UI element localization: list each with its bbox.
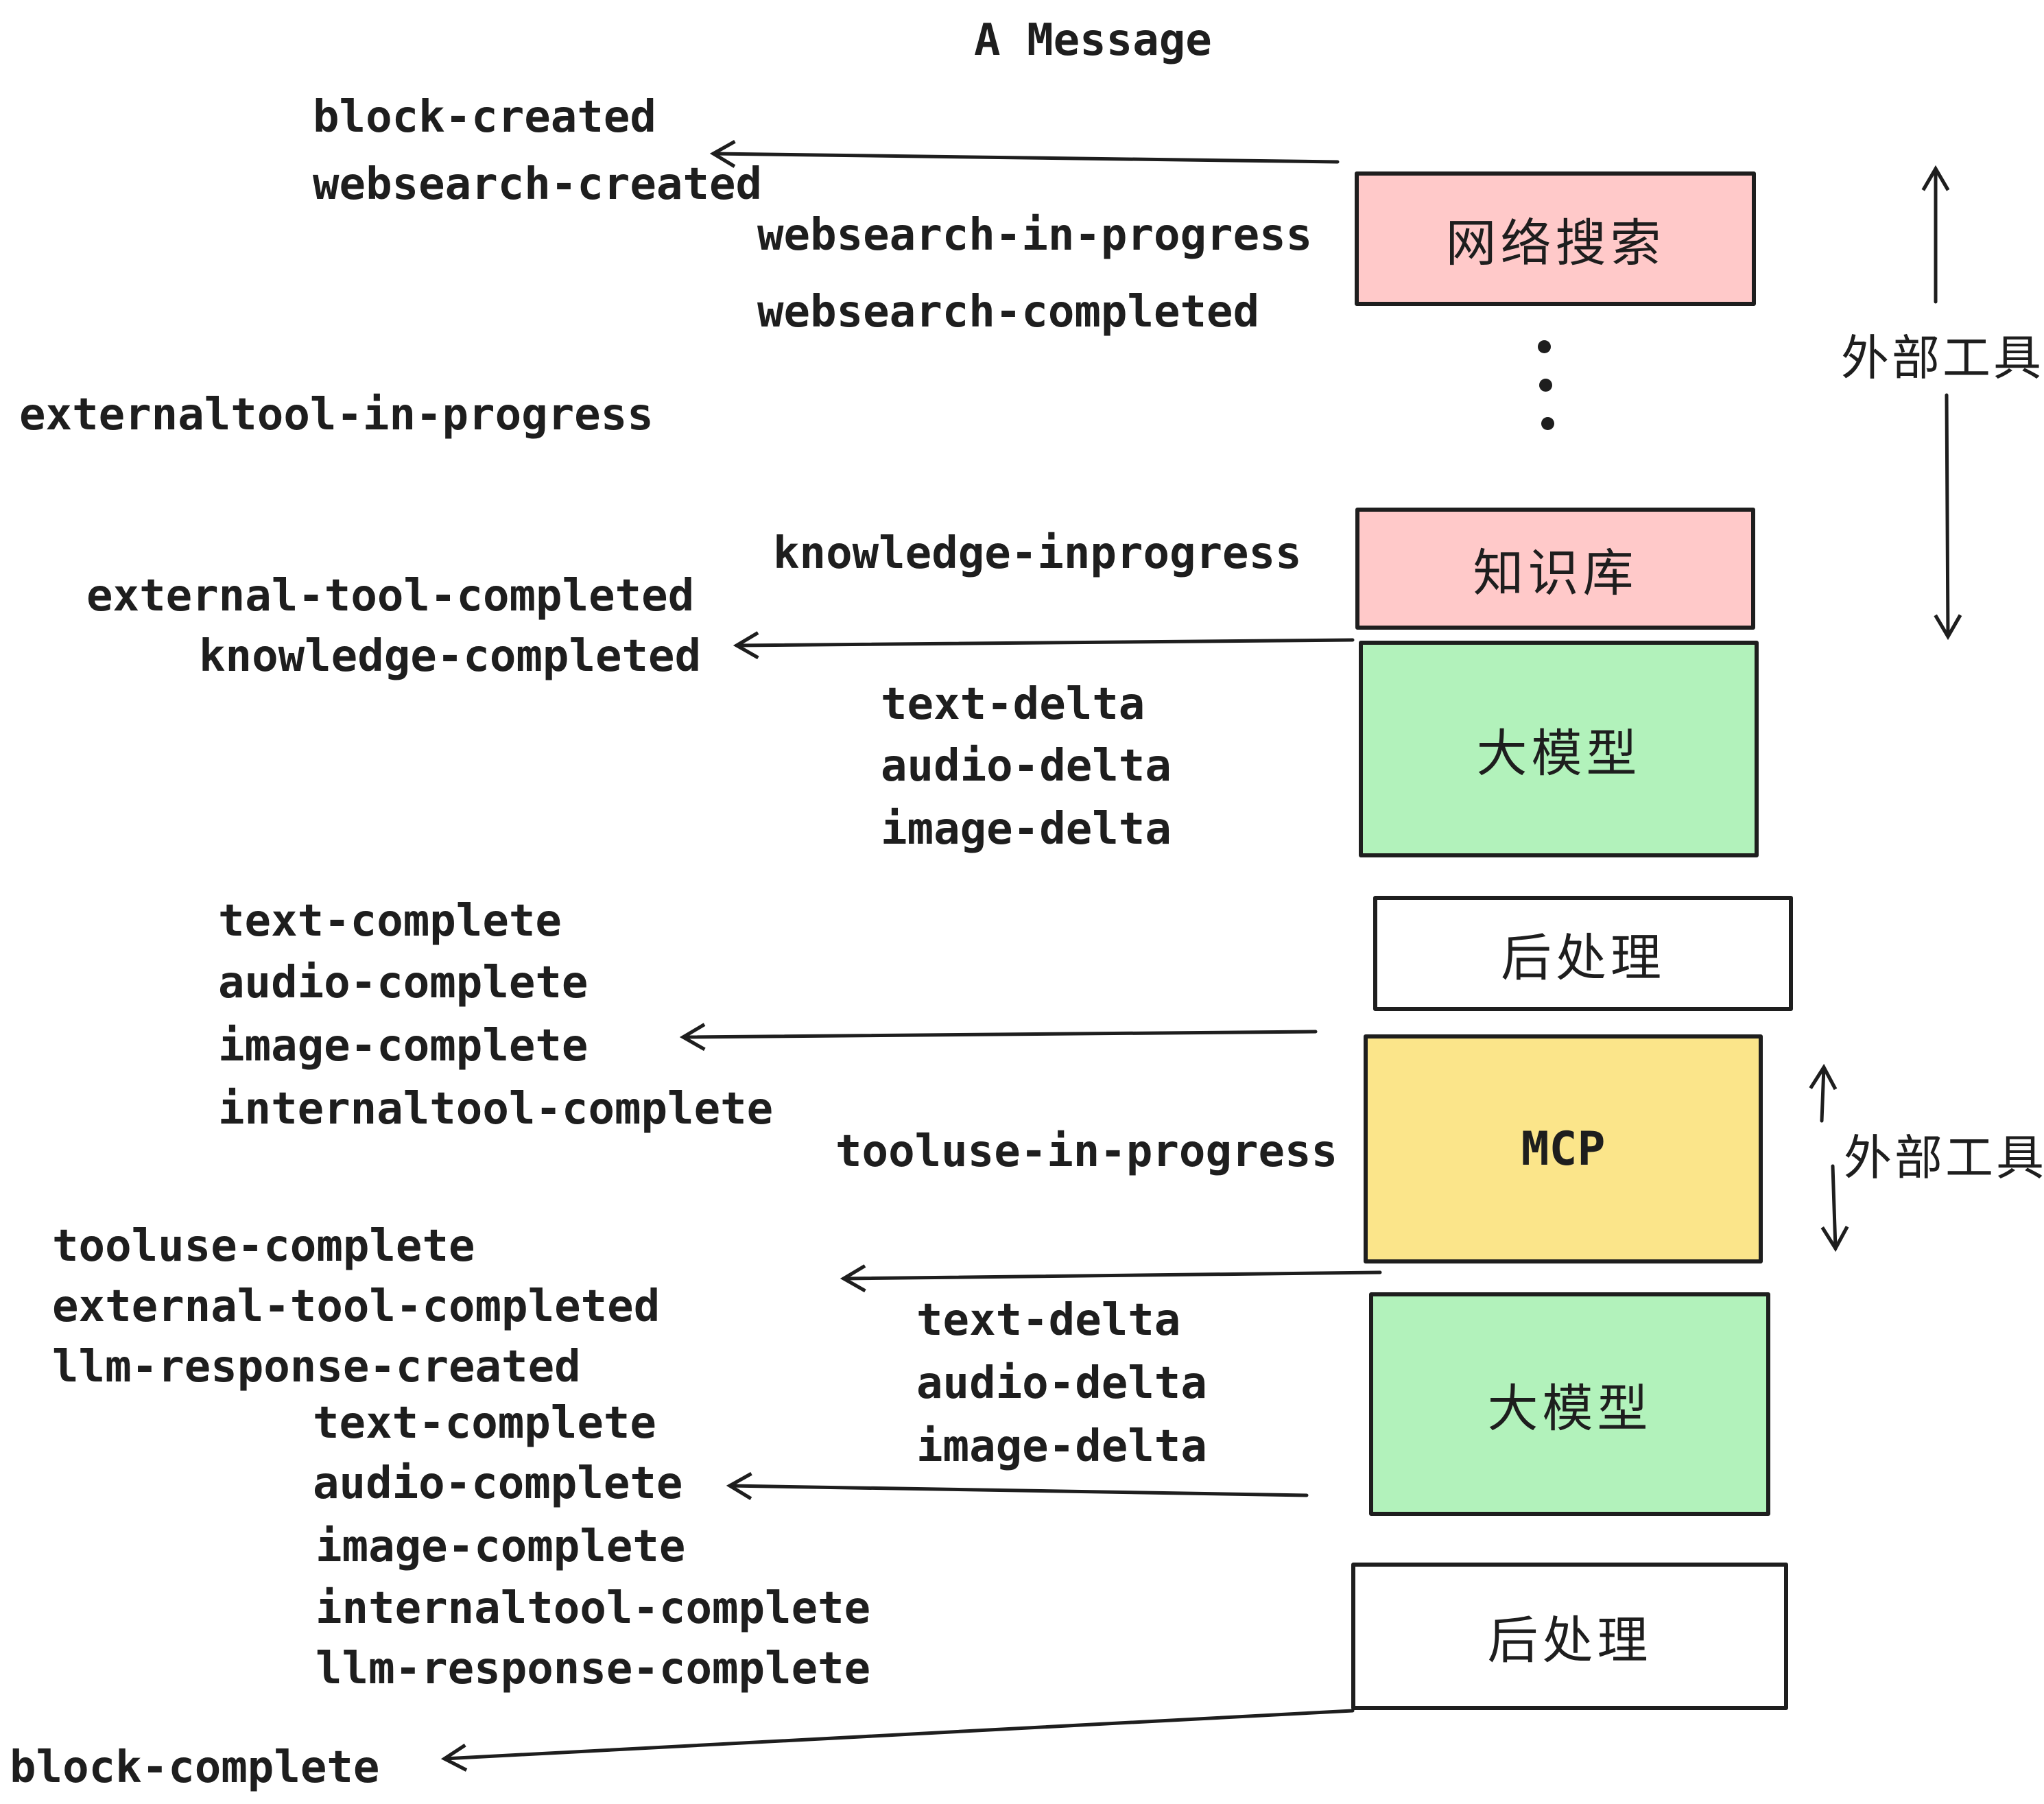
box-postprocess-1: 后处理 (1373, 896, 1793, 1011)
event-label-tooluse-in-progress: tooluse-in-progress (835, 1126, 1338, 1177)
ellipsis-dot (1538, 340, 1551, 353)
box-mcp-label: MCP (1521, 1121, 1606, 1176)
external-tools-top-arrow-down (1934, 393, 1962, 641)
event-label-text-complete: text-complete (218, 896, 562, 947)
side-label-external-tools-mcp: 外部工具 (1844, 1130, 2044, 1186)
event-label-block-created: block-created (313, 92, 656, 143)
box-llm-1-label: 大模型 (1476, 724, 1641, 783)
event-label-image-complete: image-complete (218, 1021, 589, 1071)
external-tools-mcp-arrow-down (1820, 1164, 1849, 1253)
event-label-websearch-completed: websearch-completed (757, 287, 1260, 337)
arrow-to-audio-complete-2 (726, 1472, 1309, 1500)
box-postprocess-2-label: 后处理 (1487, 1611, 1652, 1670)
arrow-to-block-complete (440, 1709, 1355, 1772)
arrow-to-knowledge-completed (733, 631, 1355, 660)
box-llm-1: 大模型 (1359, 641, 1759, 857)
side-label-external-tools-top: 外部工具 (1841, 330, 2044, 386)
event-label-external-tool-completed: external-tool-completed (86, 571, 695, 621)
event-label-image-complete-2: image-complete (316, 1521, 686, 1572)
event-label-text-delta: text-delta (881, 679, 1145, 730)
event-label-text-complete-2: text-complete (313, 1398, 656, 1449)
box-postprocess-2: 后处理 (1351, 1563, 1788, 1710)
event-label-knowledge-completed: knowledge-completed (199, 631, 702, 682)
event-label-image-delta-2: image-delta (916, 1421, 1207, 1472)
event-label-externaltool-in-progress: externaltool-in-progress (19, 390, 654, 440)
arrow-to-tooluse-complete (840, 1264, 1382, 1293)
event-label-internaltool-complete-2: internaltool-complete (316, 1583, 871, 1634)
event-label-llm-response-created: llm-response-created (52, 1342, 581, 1392)
event-label-websearch-in-progress: websearch-in-progress (757, 210, 1313, 261)
event-label-image-delta: image-delta (881, 804, 1172, 855)
event-label-tooluse-complete: tooluse-complete (52, 1221, 475, 1272)
event-label-internaltool-complete: internaltool-complete (218, 1084, 774, 1135)
diagram-title: A Message (974, 15, 1212, 66)
box-llm-2: 大模型 (1369, 1292, 1770, 1516)
ellipsis-dot (1541, 417, 1554, 430)
arrow-to-block-created (709, 139, 1340, 168)
external-tools-mcp-arrow-up (1809, 1063, 1838, 1123)
box-websearch-label: 网络搜索 (1445, 213, 1665, 273)
box-llm-2-label: 大模型 (1487, 1379, 1652, 1438)
event-label-websearch-created: websearch-created (313, 159, 763, 210)
box-knowledge-label: 知识库 (1473, 543, 1638, 603)
event-label-audio-complete-2: audio-complete (313, 1458, 683, 1509)
box-postprocess-1-label: 后处理 (1501, 928, 1665, 988)
ellipsis-dot (1539, 379, 1552, 392)
event-label-llm-response-complete: llm-response-complete (316, 1643, 871, 1694)
event-label-text-delta-2: text-delta (916, 1295, 1181, 1346)
event-label-audio-delta: audio-delta (881, 741, 1172, 792)
event-label-audio-delta-2: audio-delta (916, 1358, 1207, 1409)
box-knowledge: 知识库 (1355, 508, 1755, 630)
event-label-block-complete: block-complete (10, 1742, 380, 1793)
event-label-external-tool-completed-2: external-tool-completed (52, 1281, 661, 1332)
arrow-to-image-complete (679, 1023, 1318, 1052)
box-mcp: MCP (1364, 1034, 1763, 1263)
event-label-knowledge-inprogress: knowledge-inprogress (773, 528, 1302, 579)
event-label-audio-complete: audio-complete (218, 958, 589, 1008)
box-websearch: 网络搜索 (1355, 171, 1756, 306)
